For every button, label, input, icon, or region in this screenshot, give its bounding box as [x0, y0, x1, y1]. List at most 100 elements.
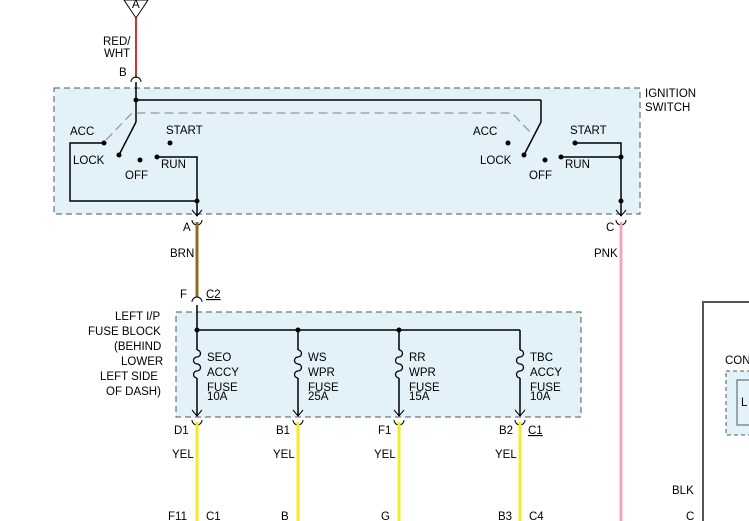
left-lock-contact	[116, 152, 122, 158]
right-switch-blade	[523, 121, 542, 156]
fuse-3-out-pin: F1	[378, 425, 391, 437]
left-output-terminal-arrow	[191, 209, 203, 217]
fuse-2-line4: 25A	[308, 391, 329, 403]
switch-out-left-pin: A	[183, 222, 191, 234]
fuse-3-out-arrow	[393, 409, 405, 417]
fuse-4-line4: 10A	[530, 391, 551, 403]
fuse-4-end-conn: C4	[529, 511, 544, 521]
ignition-switch-box	[53, 87, 641, 215]
fuse-1-line4: 10A	[207, 391, 228, 403]
pnk-wire-label: PNK	[594, 248, 618, 260]
fuse-block-input-pin: F	[180, 289, 187, 301]
fuse-4-line2: ACCY	[530, 367, 562, 379]
fuse-block-title-1: LEFT I/P	[115, 311, 160, 323]
fuse-1-end-pin: F11	[168, 511, 187, 521]
top-connector-label: A	[132, 0, 140, 11]
fuse-2-out-arrow	[292, 409, 304, 417]
left-off-contact	[137, 157, 143, 163]
yel-label-1: YEL	[172, 449, 194, 461]
right-component-inner-label: L	[741, 397, 748, 409]
left-run-wire	[157, 156, 198, 201]
right-off-label: OFF	[529, 170, 552, 182]
right-acc-contact	[505, 140, 511, 146]
right-output-terminal-arrow	[615, 209, 627, 217]
ignition-switch: IGNITION SWITCH ACC START LOCK OFF RUN	[53, 82, 696, 216]
fuse-block-input-terminal	[191, 296, 203, 303]
switch-input-pin: B	[119, 67, 127, 79]
left-start-contact	[167, 140, 173, 146]
right-partial-component: CON L C BLK	[672, 301, 749, 521]
fuse-block-title-6: OF DASH)	[106, 386, 161, 398]
fuse-1-end-conn: C1	[206, 511, 221, 521]
fuse-1-line1: SEO	[207, 352, 231, 364]
fuse-3-element	[394, 349, 404, 379]
fuse-4-end-pin: B3	[498, 511, 512, 521]
fuse-block-title-5: LEFT SIDE	[100, 371, 158, 383]
bottom-pin-backdrop	[160, 507, 580, 521]
left-acc-wire	[69, 142, 197, 202]
right-off-contact	[542, 157, 548, 163]
blk-wire-label: BLK	[672, 485, 694, 497]
red-wht-label-2: WHT	[104, 48, 130, 60]
switch-mechanical-link	[105, 112, 531, 141]
right-lock-contact	[521, 152, 527, 158]
ignition-switch-title-1: IGNITION	[645, 88, 696, 100]
brn-wire-label: BRN	[170, 248, 194, 260]
left-acc-label: ACC	[70, 126, 94, 138]
right-lock-label: LOCK	[480, 155, 512, 167]
yel-wires: YEL YEL YEL YEL	[172, 422, 522, 521]
fuse-2-line2: WPR	[308, 367, 335, 379]
fuse-3-line2: WPR	[409, 367, 436, 379]
top-connector: A	[123, 0, 149, 19]
right-run-label: RUN	[565, 159, 590, 171]
fuse-block-title-3: (BEHIND	[114, 341, 161, 353]
fuse-1-out-arrow	[191, 409, 203, 417]
yel-label-4: YEL	[495, 449, 517, 461]
left-run-label: RUN	[161, 159, 186, 171]
fuse-block-title-4: LOWER	[121, 356, 163, 368]
red-wht-label-1: RED/	[103, 36, 131, 48]
left-off-label: OFF	[125, 170, 148, 182]
fuse-2-line3: FUSE	[308, 382, 339, 394]
connector-triangle	[123, 0, 149, 19]
fuse-outputs: D1 B1 F1 B2 C1	[174, 409, 543, 437]
fuse-4-out-conn: C1	[528, 425, 543, 437]
right-component-outline	[702, 301, 749, 521]
fuse-3-line4: 15A	[409, 391, 430, 403]
left-start-label: START	[166, 125, 203, 137]
fuse-block-title-2: FUSE BLOCK	[88, 326, 161, 338]
fuse-4-out-arrow	[514, 409, 526, 417]
fuse-block: LEFT I/P FUSE BLOCK (BEHIND LOWER LEFT S…	[88, 305, 582, 418]
fuse-2-element	[293, 349, 303, 379]
fuse-3-line3: FUSE	[409, 382, 440, 394]
fuse-2-line1: WS	[308, 352, 327, 364]
left-lock-label: LOCK	[73, 155, 105, 167]
fuse-1-element	[192, 349, 202, 379]
right-component-label: CON	[725, 355, 749, 367]
ignition-switch-title-2: SWITCH	[645, 102, 690, 114]
right-acc-label: ACC	[473, 126, 497, 138]
bottom-pins: F11 C1 B G B3 C4	[160, 507, 580, 521]
right-component-inner	[736, 379, 749, 426]
fuse-block-input-conn: C2	[206, 289, 221, 301]
fuse-4-out-pin: B2	[499, 425, 513, 437]
fuse-2-end-pin: B	[281, 511, 289, 521]
fuse-2-out-pin: B1	[276, 425, 290, 437]
fuse-4-element	[515, 349, 525, 379]
fuse-1-line3: FUSE	[207, 382, 238, 394]
fuse-1-out-pin: D1	[174, 425, 189, 437]
left-switch-blade	[118, 121, 137, 156]
yel-label-2: YEL	[273, 449, 295, 461]
fuse-3-line1: RR	[409, 352, 426, 364]
right-start-label: START	[570, 125, 607, 137]
switch-out-right-pin: C	[606, 222, 614, 234]
fuse-4-line1: TBC	[530, 352, 553, 364]
right-component-bottom-pin: C	[686, 511, 694, 521]
yel-label-3: YEL	[374, 449, 396, 461]
fuse-3-end-pin: G	[381, 511, 390, 521]
right-start-wire	[575, 142, 622, 157]
fuse-1-line2: ACCY	[207, 367, 239, 379]
fuse-4-line3: FUSE	[530, 382, 561, 394]
switch-input-terminal	[130, 76, 142, 83]
